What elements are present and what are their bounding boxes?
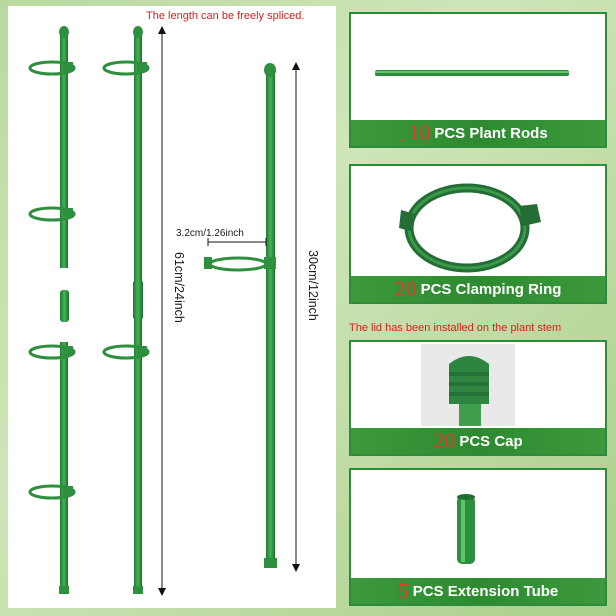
stakes-panel — [8, 6, 336, 608]
extension-tube-image — [457, 494, 475, 564]
short-dimension-label: 30cm/12inch — [306, 250, 320, 321]
cap-image — [421, 344, 515, 426]
dimension-line-short — [292, 62, 300, 572]
long-dimension-label: 61cm/24inch — [172, 252, 186, 323]
stake-segmented-left — [28, 26, 76, 594]
ring-dimension-label: 3.2cm/1.26inch — [176, 228, 244, 239]
splice-note: The length can be freely spliced. — [146, 10, 305, 22]
stake-full-length — [102, 26, 150, 594]
clamping-ring-image — [399, 183, 541, 273]
lid-note: The lid has been installed on the plant … — [349, 322, 562, 334]
stakes-illustration — [28, 26, 300, 596]
plant-rod-image — [375, 70, 569, 76]
stake-short — [204, 63, 277, 568]
dimension-line-long — [158, 26, 166, 596]
dimension-line-ring — [207, 238, 267, 246]
